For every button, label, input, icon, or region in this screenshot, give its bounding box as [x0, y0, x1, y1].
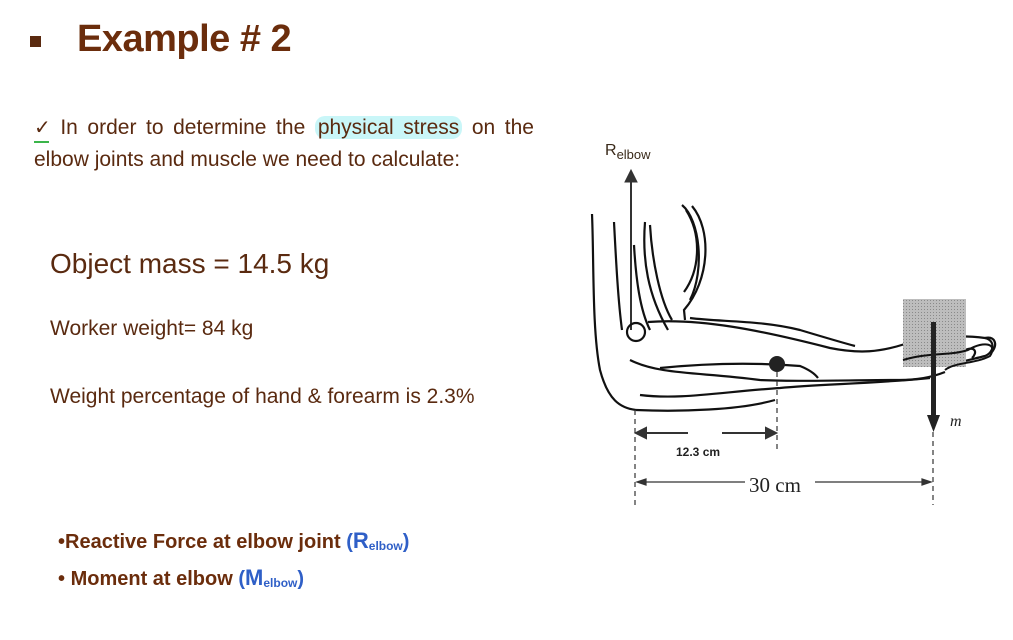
subscript: elbow [263, 576, 298, 590]
mass-label: m [950, 413, 962, 430]
r-elbow-label: Relbow [605, 142, 651, 162]
requirement-reactive-force: •Reactive Force at elbow joint (Relbow) [58, 525, 409, 562]
slide-title-row: Example # 2 [30, 18, 292, 61]
intro-paragraph: ✓ In order to determine the physical str… [34, 112, 534, 175]
center-of-mass-distance: 12.3 cm [676, 445, 721, 459]
r-elbow-arrow [624, 168, 638, 330]
mass-arrow [927, 322, 940, 432]
subscript: elbow [368, 539, 403, 553]
worker-weight: Worker weight= 84 kg [50, 317, 254, 340]
requirements-list: •Reactive Force at elbow joint (Relbow) … [58, 525, 409, 599]
bullet-icon: • [58, 531, 66, 553]
requirement-moment: • Moment at elbow (Melbow) [58, 562, 409, 599]
weight-percentage: Weight percentage of hand & forearm is 2… [50, 385, 475, 408]
requirement-text: Moment at elbow [70, 568, 239, 590]
intro-text-before: In order to determine the [50, 116, 315, 139]
r-elbow-symbol: (Relbow) [346, 528, 410, 553]
object-mass: Object mass = 14.5 kg [50, 248, 330, 279]
checkmark-icon: ✓ [34, 113, 51, 144]
force-symbol: R [605, 142, 617, 159]
symbol: M [245, 565, 264, 590]
slide-title: Example # 2 [77, 18, 292, 60]
square-bullet-icon [30, 36, 41, 47]
arm-diagram [590, 168, 997, 505]
requirement-text: Reactive Force at elbow joint [65, 531, 347, 553]
bullet-icon: • [58, 568, 71, 590]
center-of-mass-dot [769, 356, 785, 372]
highlighted-text: physical stress [314, 116, 463, 139]
m-elbow-symbol: (Melbow) [238, 565, 305, 590]
force-subscript: elbow [616, 147, 651, 162]
symbol: R [352, 528, 369, 553]
load-distance: 30 cm [749, 473, 801, 497]
intro-text-after: on the elbow joints and muscle we need t… [34, 116, 534, 171]
